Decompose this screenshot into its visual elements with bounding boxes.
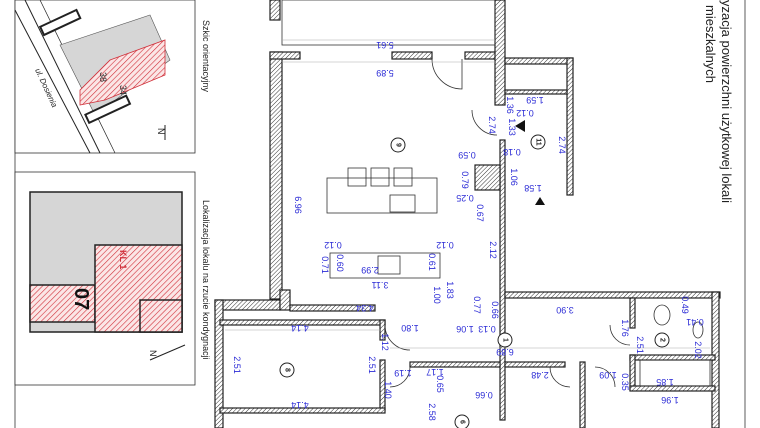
dimension-label: 4.14 bbox=[291, 323, 309, 333]
dimension-label: 0.18 bbox=[503, 147, 521, 157]
dimension-label: 0.71 bbox=[320, 256, 330, 274]
dimension-label: 2.74 bbox=[557, 136, 567, 154]
dimension-label: 2.99 bbox=[361, 265, 379, 275]
dimension-label: 2.12 bbox=[488, 241, 498, 259]
dimension-label: 0.66 bbox=[490, 301, 500, 319]
dimension-label: 0.77 bbox=[472, 296, 482, 314]
svg-text:2: 2 bbox=[659, 338, 666, 342]
dimension-label: 3.90 bbox=[556, 305, 574, 315]
unit-number: 07 bbox=[70, 288, 92, 310]
washbasin bbox=[692, 321, 704, 339]
dimension-label: 0.66 bbox=[475, 390, 493, 400]
dimension-label: 0.35 bbox=[620, 373, 630, 391]
dimension-label: 0.49 bbox=[680, 296, 690, 314]
svg-text:6: 6 bbox=[459, 420, 466, 424]
dimension-label: 0.59 bbox=[458, 150, 476, 160]
room-marker-6: 6 bbox=[454, 414, 470, 428]
title-line-2: mieszkalnych bbox=[703, 5, 718, 83]
dimension-label: 1.12 bbox=[380, 333, 390, 351]
walls bbox=[214, 0, 721, 428]
kitchen-counter bbox=[329, 252, 441, 279]
dimension-label: 1.36 bbox=[505, 96, 515, 114]
sink bbox=[389, 194, 416, 213]
dimension-label: 5.89 bbox=[376, 68, 394, 78]
sketch-label: Szkic orientacyjny bbox=[201, 20, 211, 93]
north-arrow: N bbox=[156, 128, 166, 135]
building-number-34: 34 bbox=[118, 85, 128, 95]
dimension-label: 0.41 bbox=[686, 317, 704, 327]
room-marker-1: 1 bbox=[497, 332, 513, 348]
dimension-label: 0.12 bbox=[516, 108, 534, 118]
dimension-label: 1.76 bbox=[620, 319, 630, 337]
north-arrow-2: N bbox=[148, 350, 158, 357]
dimension-label: 0.67 bbox=[475, 204, 485, 222]
dimension-label: 6.96 bbox=[293, 196, 303, 214]
dimension-label: 0.60 bbox=[335, 254, 345, 272]
toilet bbox=[653, 304, 671, 326]
room-markers: 9 11 8 1 2 6 bbox=[279, 134, 670, 428]
room-marker-11: 11 bbox=[530, 134, 546, 150]
dimension-label: 6.89 bbox=[496, 347, 514, 357]
bathtub bbox=[639, 359, 711, 387]
dimension-label: 1.83 bbox=[445, 281, 455, 299]
dimension-label: 1.58 bbox=[524, 183, 542, 193]
cooktop bbox=[377, 255, 401, 275]
dimension-label: 1.09 bbox=[599, 370, 617, 380]
location-label: Lokalizacja lokalu na rzucie kondygnacji bbox=[201, 200, 211, 360]
svg-text:8: 8 bbox=[284, 368, 291, 372]
dimension-label: 0.25 bbox=[456, 193, 474, 203]
fixtures bbox=[225, 0, 711, 388]
svg-text:1: 1 bbox=[502, 338, 509, 342]
dimension-label: 3.11 bbox=[372, 280, 389, 290]
kitchen-island bbox=[326, 177, 438, 214]
room-marker-8: 8 bbox=[279, 362, 295, 378]
title-line-1: yzacja powierzchni użytkowej lokali bbox=[719, 0, 734, 203]
dimension-label: 0.61 bbox=[427, 253, 437, 271]
dimension-label: 1.17 bbox=[426, 367, 444, 377]
dimension-label: 0.65 bbox=[435, 375, 445, 393]
dimension-label: 1.59 bbox=[526, 95, 544, 105]
dimension-label: 2.51 bbox=[232, 356, 242, 374]
dimension-label: 0.79 bbox=[460, 171, 470, 189]
dimension-label: 0.12 bbox=[324, 240, 342, 250]
staircase-label: KL 1 bbox=[118, 250, 128, 269]
orientation-sketch: 38 34 ul. Dosienia N bbox=[14, 0, 196, 154]
dimension-label: 1.85 bbox=[656, 377, 674, 387]
dimension-label: 1.06 bbox=[456, 324, 474, 334]
svg-text:9: 9 bbox=[395, 143, 402, 147]
dimension-label: 4.34 bbox=[356, 303, 374, 313]
dimension-label: 2.58 bbox=[427, 403, 437, 421]
dimension-label: 1.06 bbox=[509, 168, 519, 186]
dimension-label: 1.33 bbox=[507, 118, 517, 136]
unit-location-panel: 07 KL 1 N bbox=[14, 171, 196, 386]
dimension-label: 1.40 bbox=[383, 381, 393, 399]
dimension-label: 2.48 bbox=[531, 370, 549, 380]
dimension-label: 5.61 bbox=[376, 40, 394, 50]
room-marker-2: 2 bbox=[654, 332, 670, 348]
dimension-label: 2.51 bbox=[367, 356, 377, 374]
dimension-label: 0.12 bbox=[436, 240, 454, 250]
dimension-label: 1.96 bbox=[661, 395, 679, 405]
dimension-label: 2.74 bbox=[487, 116, 497, 134]
dimension-label: 1.00 bbox=[432, 286, 442, 304]
dimension-label: 1.19 bbox=[394, 368, 412, 378]
dimension-label: 1.80 bbox=[401, 323, 419, 333]
dimension-label: 2.02 bbox=[693, 341, 703, 359]
building-number-38: 38 bbox=[98, 72, 108, 82]
dimension-label: 4.14 bbox=[291, 400, 309, 410]
svg-text:11: 11 bbox=[535, 138, 542, 146]
room-marker-9: 9 bbox=[390, 137, 406, 153]
dimension-label: 0.13 bbox=[478, 324, 496, 334]
dimension-label: 2.51 bbox=[635, 336, 645, 354]
